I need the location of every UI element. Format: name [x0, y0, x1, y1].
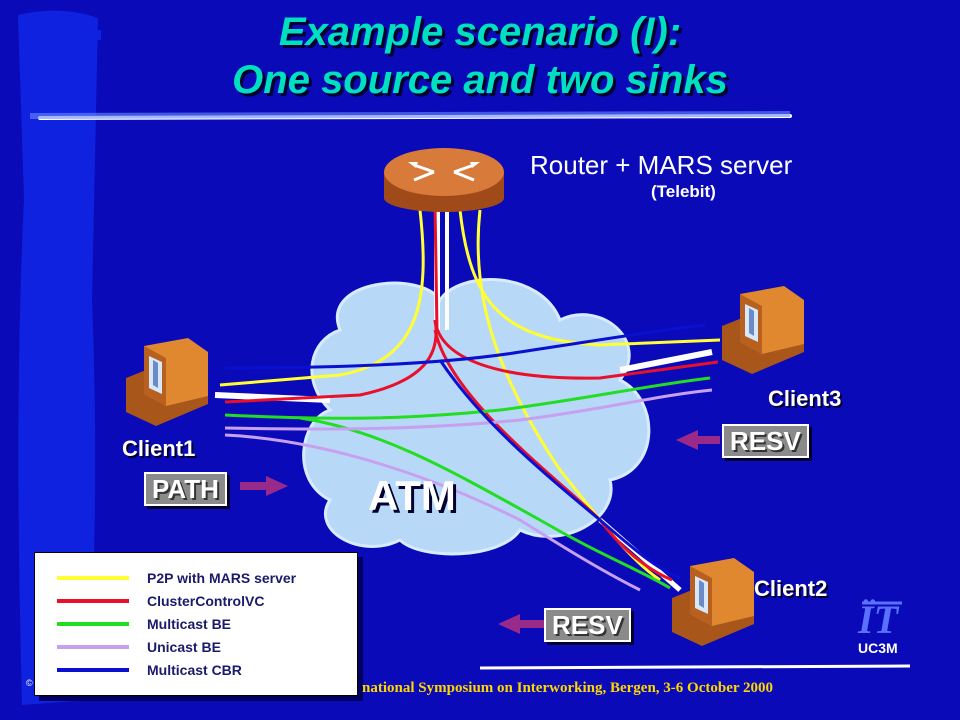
legend-item-multicast-be: Multicast BE: [57, 613, 357, 635]
client2-computer-icon: [672, 558, 754, 646]
resv-arrow-client2-icon: [498, 614, 546, 634]
client2-label: Client2: [754, 576, 828, 601]
connection-lines: [214, 204, 721, 592]
legend: P2P with MARS server ClusterControlVC Mu…: [34, 552, 358, 696]
atm-label: ATM: [368, 472, 456, 519]
client1-computer-icon: [126, 338, 208, 426]
legend-item-unicast-be: Unicast BE: [57, 636, 357, 658]
legend-item-label: Multicast CBR: [147, 662, 242, 678]
client3-label: Client3: [768, 386, 842, 411]
resv-message-tag-client2: RESV: [544, 608, 631, 642]
legend-item-label: Multicast BE: [147, 616, 232, 632]
footer-text: national Symposium on Interworking, Berg…: [362, 680, 773, 696]
left-stripe-decoration: [18, 10, 98, 706]
legend-item-multicast-cbr: Multicast CBR: [57, 659, 357, 681]
legend-item-clustercontrolvc: ClusterControlVC: [57, 590, 357, 612]
it-logo: ÏT: [858, 597, 898, 642]
resv-message-tag-client3: RESV: [722, 424, 809, 458]
router-sublabel: (Telebit): [651, 182, 716, 201]
client1-label: Client1: [122, 436, 196, 461]
path-arrow-icon: [240, 476, 288, 496]
legend-item-label: ClusterControlVC: [147, 593, 265, 609]
resv-arrow-client3-icon: [676, 430, 720, 450]
legend-item-label: P2P with MARS server: [147, 570, 297, 586]
path-message-tag: PATH: [144, 472, 227, 506]
legend-item-p2p: P2P with MARS server: [57, 567, 357, 589]
copyright-mark: ©: [26, 678, 33, 688]
legend-swatch-green: [57, 622, 129, 626]
slide-title-line1: Example scenario (I):: [278, 10, 682, 54]
legend-swatch-yellow: [57, 576, 129, 580]
legend-swatch-violet: [57, 645, 129, 649]
legend-swatch-red: [57, 599, 129, 603]
router-label: Router + MARS server: [530, 150, 793, 180]
legend-item-label: Unicast BE: [147, 639, 221, 655]
legend-swatch-blue: [57, 668, 129, 672]
uc3m-logo-text: UC3M: [858, 640, 898, 656]
client3-computer-icon: [722, 286, 804, 374]
slide-title-line2: One source and two sinks: [232, 58, 728, 102]
router-icon: [384, 148, 504, 212]
